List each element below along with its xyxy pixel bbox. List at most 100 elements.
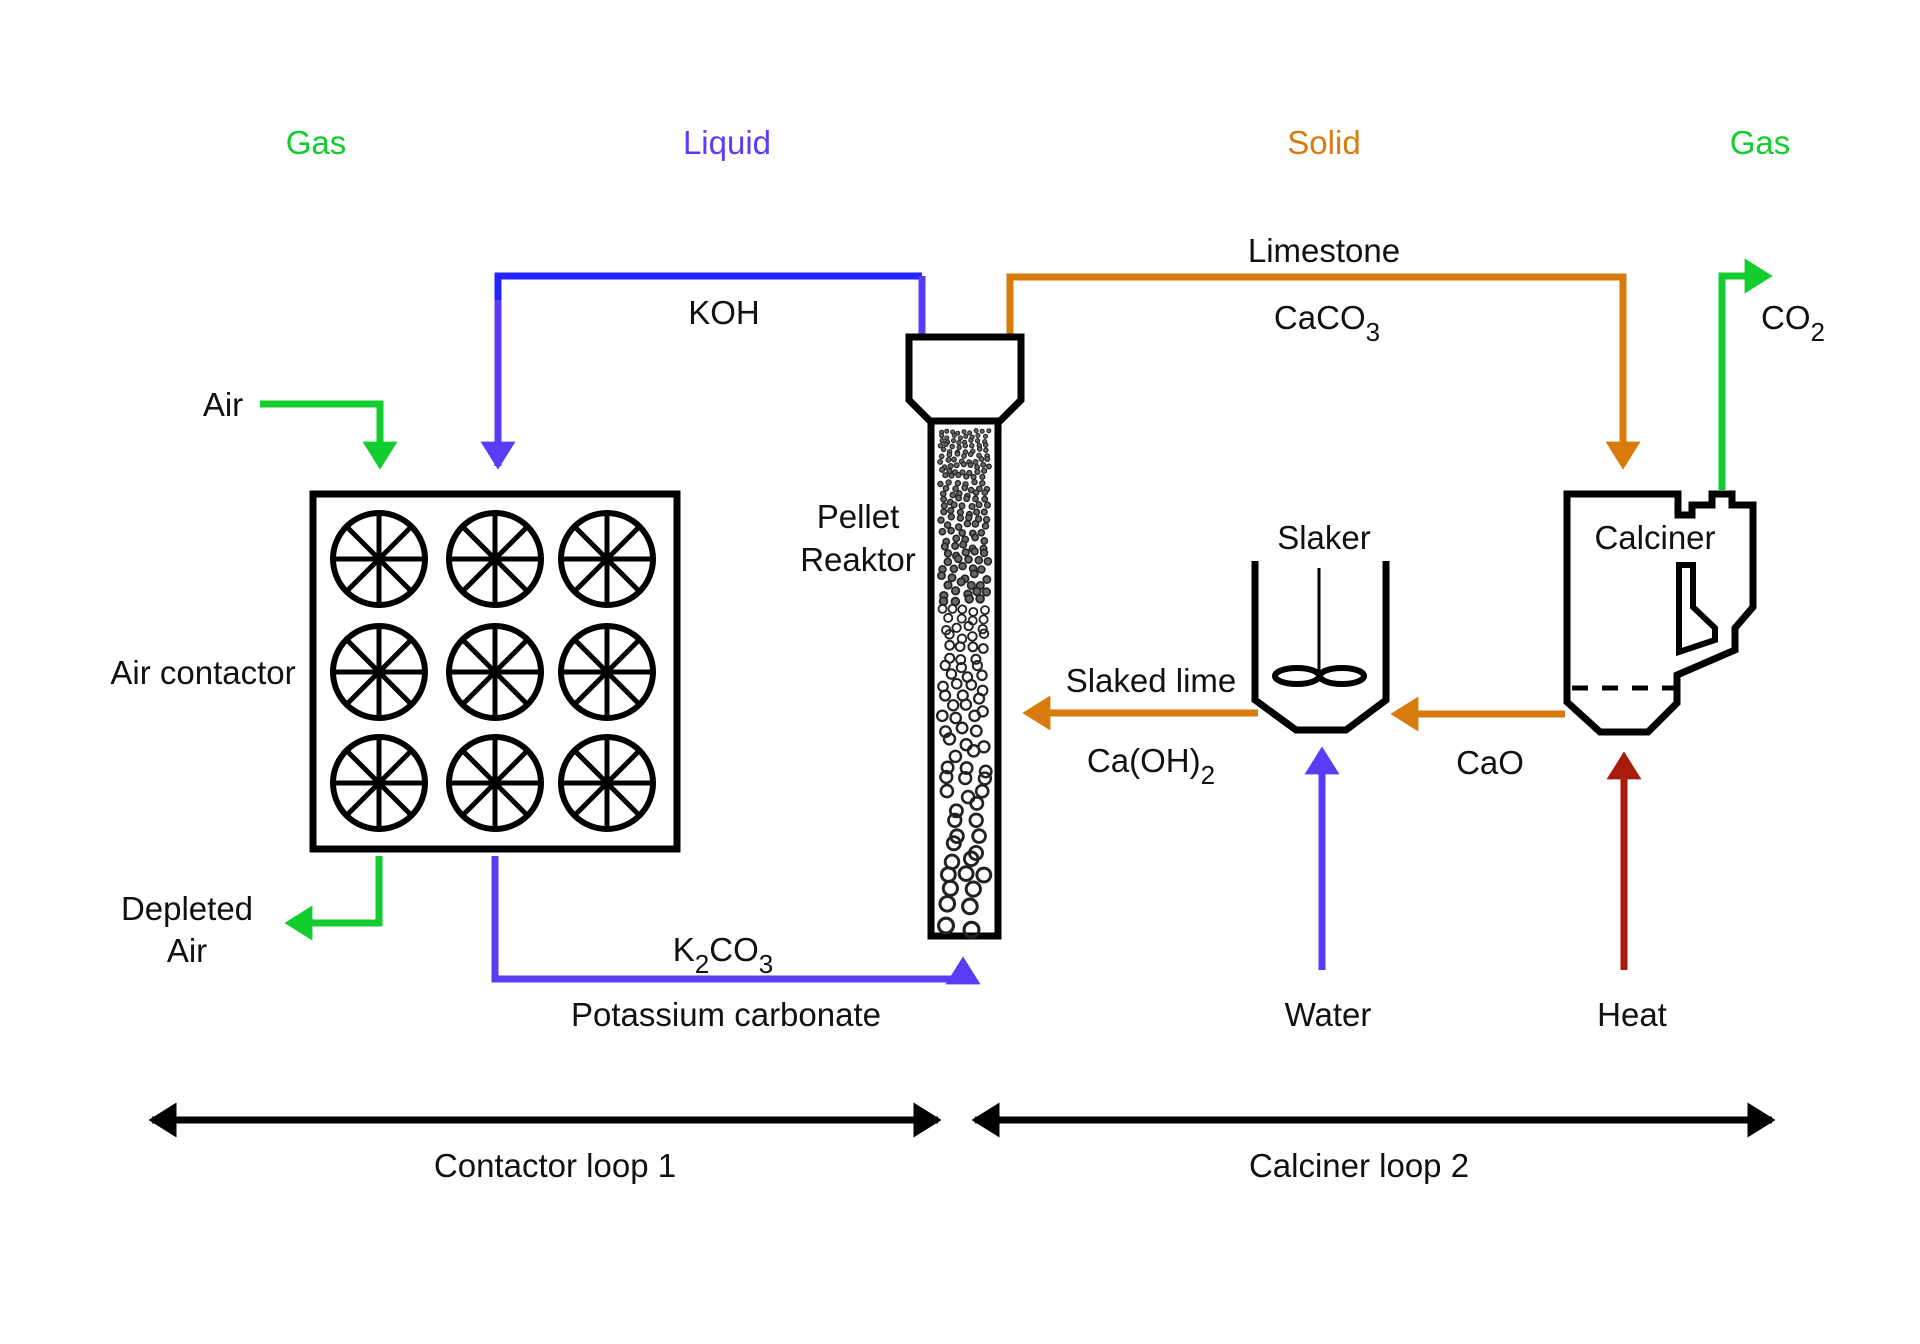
cao-label: CaO — [1456, 744, 1524, 781]
pellet — [937, 571, 946, 581]
pellet — [975, 593, 985, 604]
pellet — [953, 462, 960, 469]
pellet — [980, 605, 990, 615]
fan-icon — [330, 623, 428, 721]
slaker-agitator-blade-left — [1272, 665, 1322, 687]
pellet — [938, 894, 957, 913]
pellet — [972, 692, 986, 705]
fan-spoke — [572, 637, 642, 707]
pellet — [965, 514, 973, 522]
pellet — [977, 565, 986, 574]
pellet — [954, 523, 963, 531]
pellet — [952, 485, 959, 493]
pellet — [961, 548, 970, 557]
pellet — [942, 472, 949, 479]
pellet — [945, 456, 952, 463]
pellet-reactor — [905, 333, 1025, 940]
caco3-label: CaCO3 — [1274, 299, 1380, 347]
pellet — [949, 711, 963, 725]
pellet — [983, 501, 992, 509]
pellet — [937, 516, 945, 524]
pellet — [942, 484, 950, 492]
pellet — [979, 480, 986, 487]
pellet — [966, 744, 981, 758]
potassium-carbonate-label: Potassium carbonate — [571, 996, 881, 1033]
pellet — [980, 537, 989, 545]
depleted-air-label-line1: Depleted — [121, 890, 253, 927]
pellet — [963, 433, 969, 439]
fan-spoke — [344, 637, 414, 707]
pellet — [969, 442, 975, 449]
pellet — [956, 444, 962, 451]
pellet — [943, 580, 953, 590]
pellet — [955, 662, 968, 674]
pellet — [983, 447, 989, 453]
fan-icon — [558, 623, 656, 721]
pellet — [976, 669, 988, 682]
pellet — [958, 502, 966, 510]
pellet — [944, 629, 955, 640]
pellet — [951, 541, 960, 550]
pellet — [980, 461, 987, 468]
pellet — [969, 569, 979, 579]
pellet — [961, 453, 967, 459]
pellet — [977, 623, 988, 635]
fan-spoke — [460, 748, 530, 818]
slaker-agitator-blade-right — [1317, 665, 1367, 687]
pellet — [963, 473, 970, 480]
fan-spoke — [460, 637, 530, 707]
pellet — [936, 916, 955, 935]
pellet — [982, 515, 991, 524]
pellet — [982, 442, 989, 448]
pellet — [976, 446, 983, 452]
calciner-vessel — [1563, 490, 1757, 736]
fan-icon — [446, 623, 544, 721]
pellet — [946, 452, 953, 458]
pellet — [940, 495, 948, 503]
pellet — [940, 508, 948, 516]
pellet — [944, 435, 950, 441]
pellet — [966, 580, 976, 590]
pellet — [974, 438, 981, 444]
fan-icon — [558, 734, 656, 832]
k2co3-sub-3: 3 — [759, 949, 773, 979]
pellet — [939, 783, 955, 799]
pellet — [969, 724, 983, 738]
pellet — [963, 620, 974, 632]
pellet — [947, 604, 958, 614]
pellet — [947, 699, 960, 712]
pellet — [957, 604, 968, 615]
pellet — [947, 573, 957, 583]
k2co3-sub-2: 2 — [695, 949, 709, 979]
pellet — [964, 594, 974, 604]
pellet — [956, 577, 966, 587]
pellet — [948, 803, 964, 819]
pellet — [957, 435, 964, 441]
pellet — [972, 586, 982, 597]
pellet — [981, 495, 989, 503]
pellet — [971, 520, 980, 528]
pellet — [970, 547, 979, 556]
pellet-reactor-label-line1: Pellet — [817, 498, 900, 535]
pellet — [939, 432, 945, 439]
pellet — [938, 466, 946, 473]
pellet — [950, 586, 961, 596]
pellet — [943, 441, 949, 448]
pellet — [956, 514, 965, 522]
pellet — [968, 502, 976, 511]
pellet — [958, 561, 967, 571]
calciner — [1563, 490, 1757, 736]
pellet — [945, 479, 952, 486]
pellet — [972, 459, 979, 465]
pellet — [977, 643, 989, 654]
heat-label: Heat — [1597, 996, 1667, 1033]
k2co3-k: K — [673, 931, 695, 968]
pellet — [974, 555, 984, 565]
depleted-air-label-line2: Air — [167, 932, 207, 969]
pellet — [942, 732, 957, 746]
pellet — [950, 501, 958, 509]
pellet — [948, 749, 963, 764]
pellet — [947, 506, 955, 515]
pellet — [957, 865, 975, 882]
